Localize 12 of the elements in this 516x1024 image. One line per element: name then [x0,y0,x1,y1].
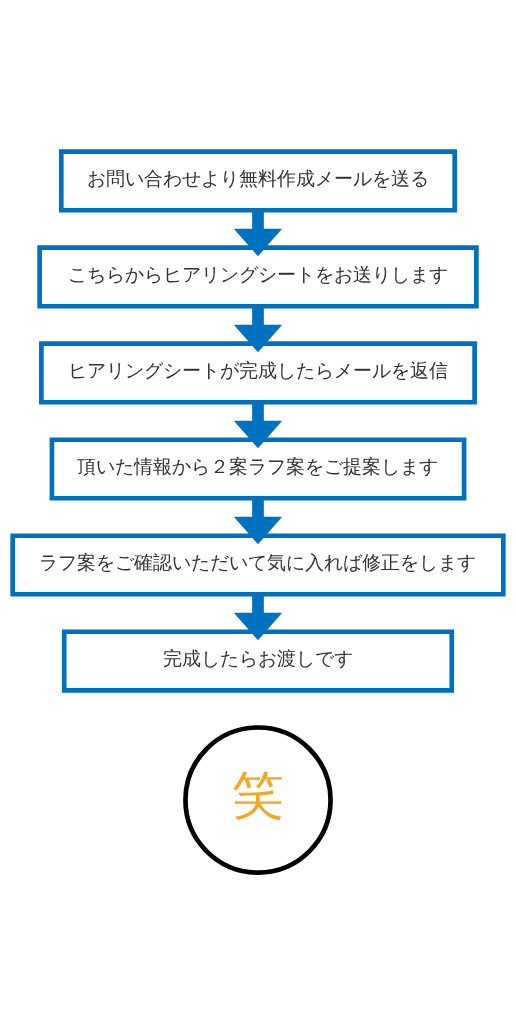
node-box: ラフ案をご確認いただいて気に入れば修正をします [10,533,506,597]
arrow [233,306,283,353]
node-box: ヒアリングシートが完成したらメールを返信 [39,341,477,405]
node-box: 完成したらお渡しです [61,629,455,693]
arrow [233,498,283,545]
arrow [233,402,283,449]
node-box: 頂いた情報から２案ラフ案をご提案します [49,437,467,501]
label: 笑 [232,765,284,826]
node-box: こちらからヒアリングシートをお送りします [37,245,479,309]
arrow [233,594,283,641]
node-box: お問い合わせより無料作成メールを送る [58,149,458,213]
arrow [233,210,283,257]
